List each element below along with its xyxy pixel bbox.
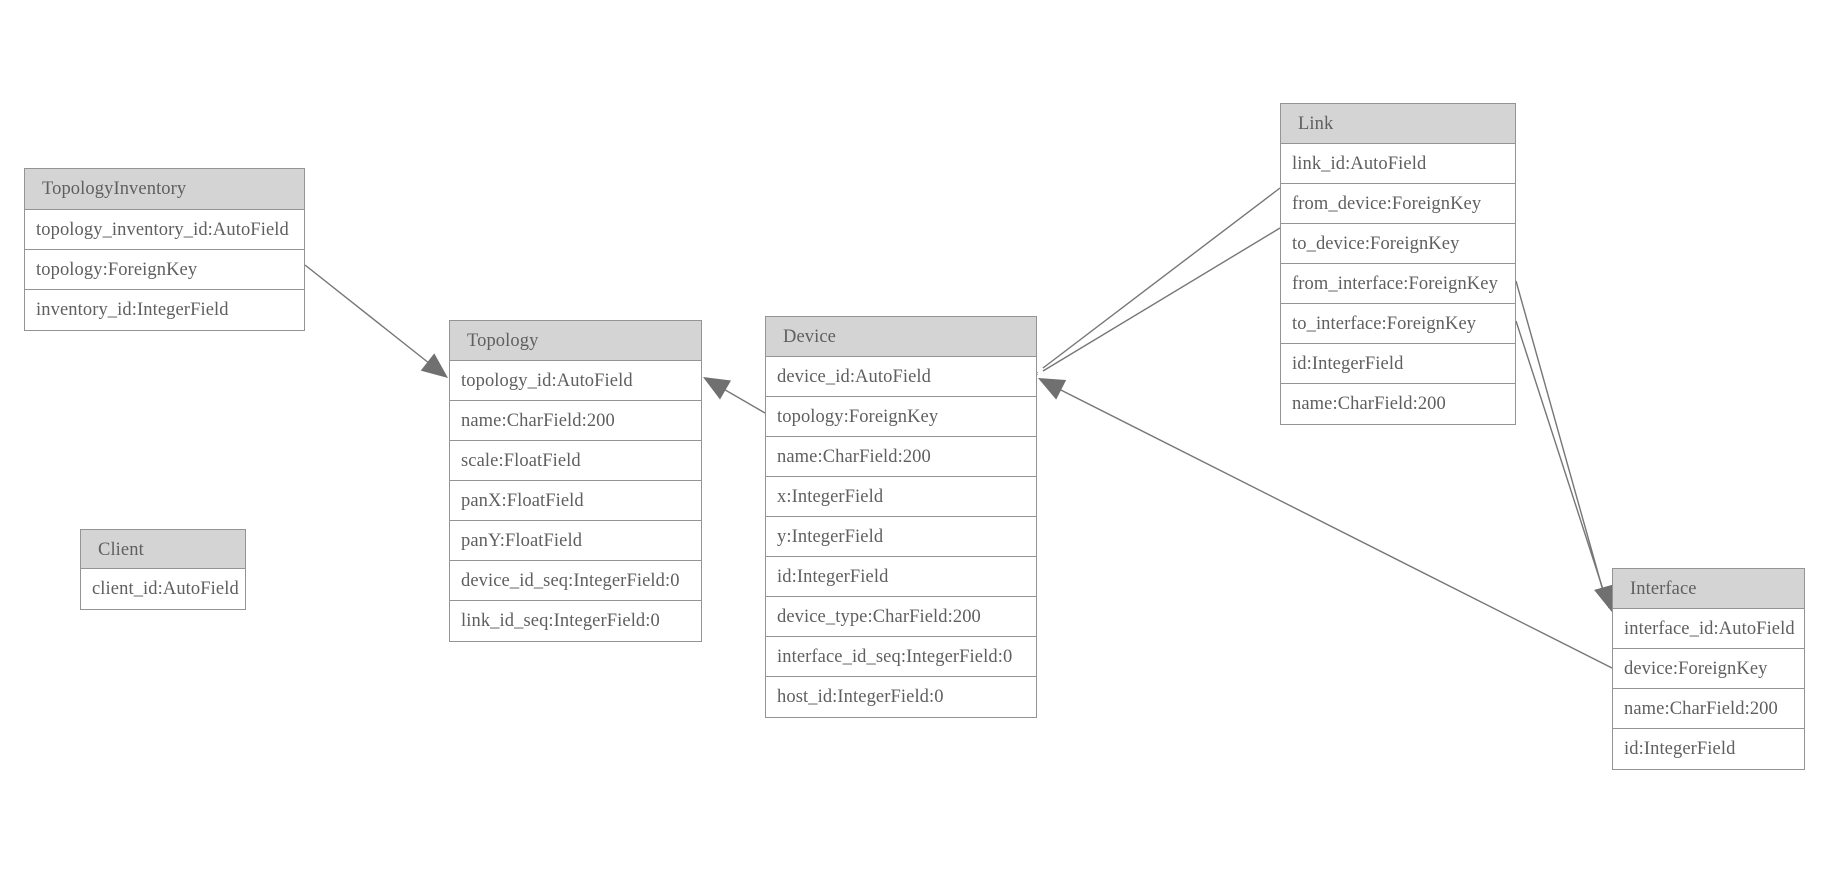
relationship-arrowhead: [1038, 378, 1067, 400]
entity-field-row: name:CharField:200: [1281, 384, 1515, 424]
relationship-arrowhead: [703, 377, 732, 400]
relationship-link-to-device: [1010, 227, 1281, 397]
entity-field-row: link_id_seq:IntegerField:0: [450, 601, 701, 641]
entity-field-row: topology:ForeignKey: [766, 397, 1036, 437]
entity-field-row: to_interface:ForeignKey: [1281, 304, 1515, 344]
entity-field-row: from_interface:ForeignKey: [1281, 264, 1515, 304]
entity-field-row: panX:FloatField: [450, 481, 701, 521]
entity-field-row: panY:FloatField: [450, 521, 701, 561]
relationship-link-from-device: [1010, 187, 1281, 397]
relationship-link-from-interface: [1515, 280, 1616, 612]
entity-field-row: client_id:AutoField: [81, 569, 245, 609]
entity-field-row: to_device:ForeignKey: [1281, 224, 1515, 264]
entity-title-device: Device: [766, 317, 1036, 357]
entity-field-row: name:CharField:200: [1613, 689, 1804, 729]
entity-title-topology-inventory: TopologyInventory: [25, 169, 304, 210]
relationship-link-to-interface: [1515, 320, 1616, 612]
entity-title-interface: Interface: [1613, 569, 1804, 609]
relationship-line: [1515, 320, 1610, 609]
entity-field-row: x:IntegerField: [766, 477, 1036, 517]
entity-field-row: from_device:ForeignKey: [1281, 184, 1515, 224]
entity-field-row: device_id:AutoField: [766, 357, 1036, 397]
entity-field-row: id:IntegerField: [766, 557, 1036, 597]
entity-field-row: host_id:IntegerField:0: [766, 677, 1036, 717]
relationship-line: [707, 379, 766, 414]
entity-field-row: interface_id_seq:IntegerField:0: [766, 637, 1036, 677]
entity-field-row: id:IntegerField: [1281, 344, 1515, 384]
entity-title-link: Link: [1281, 104, 1515, 144]
entity-field-row: interface_id:AutoField: [1613, 609, 1804, 649]
entity-field-row: topology_inventory_id:AutoField: [25, 210, 304, 250]
relationship-line: [1042, 187, 1281, 369]
relationship-topologyinventory-topology: [304, 264, 448, 378]
relationship-device-topology: [703, 377, 766, 414]
entity-field-row: id:IntegerField: [1613, 729, 1804, 769]
entity-field-row: topology:ForeignKey: [25, 250, 304, 290]
entity-title-client: Client: [81, 530, 245, 569]
relationship-line: [1515, 280, 1608, 606]
entity-field-row: name:CharField:200: [450, 401, 701, 441]
entity-field-row: topology_id:AutoField: [450, 361, 701, 401]
entity-field-row: device_id_seq:IntegerField:0: [450, 561, 701, 601]
entity-title-topology: Topology: [450, 321, 701, 361]
relationship-line: [304, 264, 445, 376]
entity-field-row: link_id:AutoField: [1281, 144, 1515, 184]
entity-field-row: y:IntegerField: [766, 517, 1036, 557]
entity-field-row: device:ForeignKey: [1613, 649, 1804, 689]
entity-field-row: scale:FloatField: [450, 441, 701, 481]
entity-field-row: device_type:CharField:200: [766, 597, 1036, 637]
relationship-line: [1042, 227, 1281, 372]
entity-field-row: name:CharField:200: [766, 437, 1036, 477]
entity-field-row: inventory_id:IntegerField: [25, 290, 304, 330]
